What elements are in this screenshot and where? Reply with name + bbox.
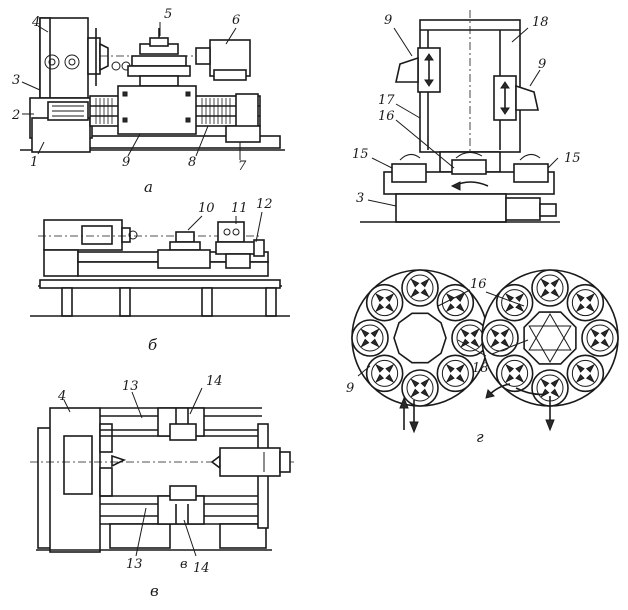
panel-d-callout-15-left: 15: [352, 147, 369, 162]
panel-v-callout-13-bottom: 13: [126, 557, 143, 572]
panel-d-callout-17: 17: [378, 93, 395, 108]
panel-v-callout-4: 4: [57, 389, 66, 404]
panel-d-callout-16: 16: [378, 109, 395, 124]
panel-v-callout-v-small: в: [180, 557, 188, 572]
panel-g-annotations: [357, 289, 555, 434]
panel-a-callout-9: 9: [122, 155, 130, 170]
panel-b-caption: б: [148, 336, 158, 354]
panel-a-caption: а: [144, 178, 153, 196]
panel-v-callout-14-bottom: 14: [193, 561, 210, 576]
panel-v-callout-13-top: 13: [122, 379, 139, 394]
panel-a-callout-7: 7: [238, 159, 247, 174]
panel-a-callout-1: 1: [30, 155, 38, 170]
panel-a-callout-4: 4: [31, 15, 40, 30]
panel-b-callout-10: 10: [198, 201, 215, 216]
panel-b-drawing: [30, 211, 290, 317]
panel-d-callout-9-right: 9: [538, 57, 546, 72]
panel-a-callout-5: 5: [164, 7, 172, 22]
panel-a-drawing: [20, 17, 285, 160]
panel-v-caption: в: [150, 582, 159, 600]
panel-a-callout-3: 3: [12, 73, 20, 88]
panel-g-drawing: [351, 269, 619, 407]
bed-hatch-right: [201, 98, 231, 124]
turret-core-left: [393, 312, 447, 364]
panel-g-callout-9: 9: [346, 381, 354, 396]
panel-b-callout-11: 11: [231, 201, 248, 216]
panel-g-callout-16: 16: [470, 277, 487, 292]
panel-v-drawing: [30, 387, 296, 557]
panel-a-callout-6: 6: [232, 13, 240, 28]
panel-g-caption: г: [476, 428, 484, 446]
turret-core-right: [523, 311, 577, 365]
panel-g-callout-18: 18: [472, 361, 489, 376]
panel-b-callout-12: 12: [256, 197, 273, 212]
panel-d-callout-9-left: 9: [384, 13, 392, 28]
panel-d-callout-18: 18: [532, 15, 549, 30]
panel-d-callout-15-right: 15: [564, 151, 581, 166]
bed-hatch-left: [95, 98, 113, 124]
panel-d-callout-3: 3: [356, 191, 364, 206]
panel-a-callout-2: 2: [11, 108, 20, 123]
panel-d-drawing: [360, 10, 560, 223]
panel-a-callout-8: 8: [188, 155, 196, 170]
panel-v-callout-14-top: 14: [206, 374, 223, 389]
